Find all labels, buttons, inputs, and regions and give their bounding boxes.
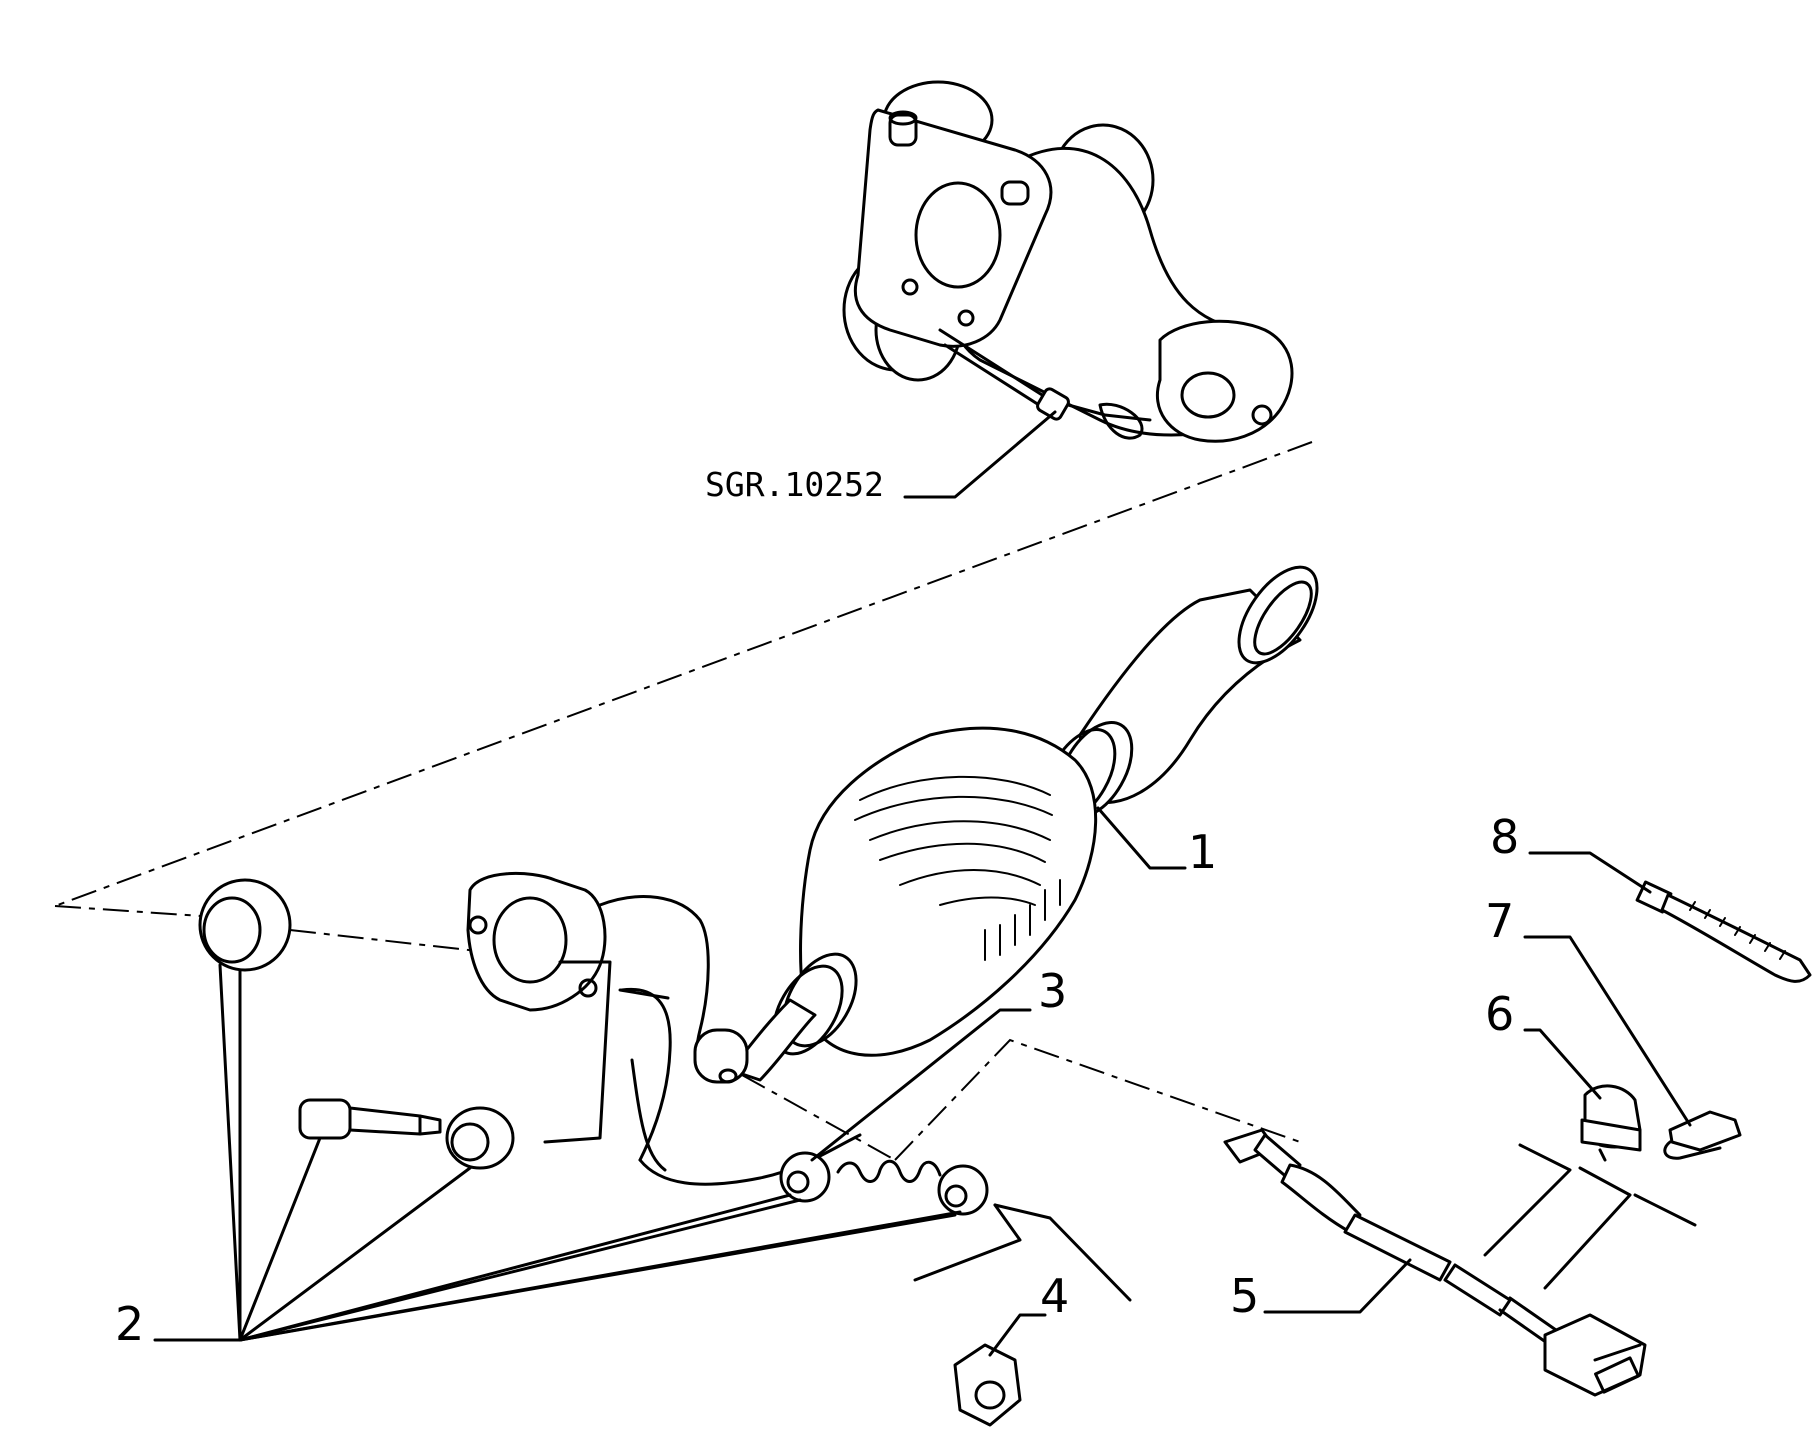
reference-code: SGR.10252 <box>705 465 884 504</box>
callout-2: 2 <box>115 1297 144 1351</box>
callout-1: 1 <box>1188 825 1217 879</box>
callout-7: 7 <box>1485 894 1514 948</box>
cable-tie <box>1635 880 1812 983</box>
spring-washer-set <box>779 1151 989 1216</box>
callout-labels: 1 2 3 4 5 6 7 8 <box>115 810 1519 1351</box>
exhaust-manifold <box>842 80 1294 443</box>
stud-washer <box>445 1106 515 1170</box>
callout-4: 4 <box>1040 1269 1069 1323</box>
lambda-sensor <box>1223 1128 1647 1397</box>
callout-8: 8 <box>1490 810 1519 864</box>
reference-leader <box>903 410 1057 499</box>
catalytic-converter <box>466 565 1319 1186</box>
gasket-ring <box>198 878 292 972</box>
retaining-clip <box>1663 1110 1742 1160</box>
callout-3: 3 <box>1038 964 1067 1018</box>
cable-route-guides <box>1483 1143 1697 1290</box>
hex-nut <box>953 1343 1022 1427</box>
cable-clip <box>1580 1084 1642 1162</box>
stud-bolt <box>298 1098 442 1140</box>
callout-6: 6 <box>1485 987 1514 1041</box>
leader-lines <box>153 806 1692 1357</box>
callout-5: 5 <box>1230 1269 1259 1323</box>
